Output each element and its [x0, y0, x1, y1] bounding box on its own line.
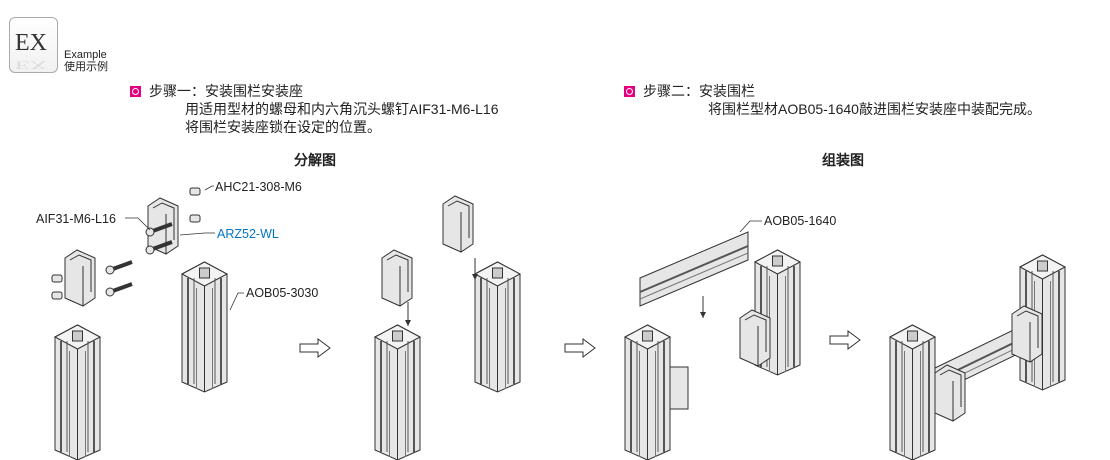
label-rail: AOB05-1640 [764, 214, 837, 228]
example-logo: EX EX [9, 17, 58, 73]
bullet-icon [130, 86, 141, 97]
exploded-view-title: 分解图 [294, 152, 336, 168]
fence-bracket [442, 195, 474, 253]
fence-bracket [381, 249, 413, 307]
fence-bracket [934, 364, 966, 422]
arrowhead-icon [472, 274, 478, 280]
nut-icon [189, 214, 201, 223]
example-label: Example 使用示例 [64, 49, 108, 73]
fence-bracket [669, 366, 689, 410]
leader-line [739, 220, 762, 233]
aluminum-profile [888, 324, 937, 460]
screw-icon [145, 222, 173, 237]
fence-bracket [739, 309, 771, 367]
step2-text: 步骤二：安装围栏 将围栏型材AOB05-1640敲进围栏安装座中装配完成。 [624, 82, 1041, 118]
screw-icon [105, 260, 133, 275]
label-screw: AIF31-M6-L16 [36, 212, 116, 226]
arrowhead-icon [700, 312, 706, 318]
aluminum-profile [473, 261, 522, 393]
leader-line [229, 292, 244, 311]
next-step-arrow-icon [829, 330, 861, 350]
step1-text: 步骤一：安装围栏安装座 用适用型材的螺母和内六角沉头螺钉AIF31-M6-L16… [130, 82, 498, 136]
label-nut: AHC21-308-M6 [215, 180, 302, 194]
aluminum-profile [53, 324, 102, 460]
leader-line [179, 232, 215, 236]
label-post: AOB05-3030 [246, 286, 319, 300]
screw-icon [145, 240, 173, 255]
aluminum-profile [373, 324, 422, 460]
aluminum-profile [180, 261, 229, 393]
nut-icon [51, 274, 63, 283]
screw-icon [105, 282, 133, 297]
leader-line [204, 185, 214, 191]
fence-bracket [1011, 305, 1043, 363]
label-bracket: ARZ52-WL [217, 227, 279, 241]
assembly-view-title: 组装图 [822, 152, 864, 168]
bullet-icon [624, 86, 635, 97]
next-step-arrow-icon [564, 338, 596, 358]
arrowhead-icon [405, 320, 411, 326]
aluminum-profile [623, 324, 672, 460]
next-step-arrow-icon [299, 338, 331, 358]
fence-bracket [64, 249, 96, 307]
fence-rail [639, 231, 749, 307]
nut-icon [189, 187, 201, 196]
nut-icon [51, 291, 63, 300]
leader-line [125, 217, 151, 231]
